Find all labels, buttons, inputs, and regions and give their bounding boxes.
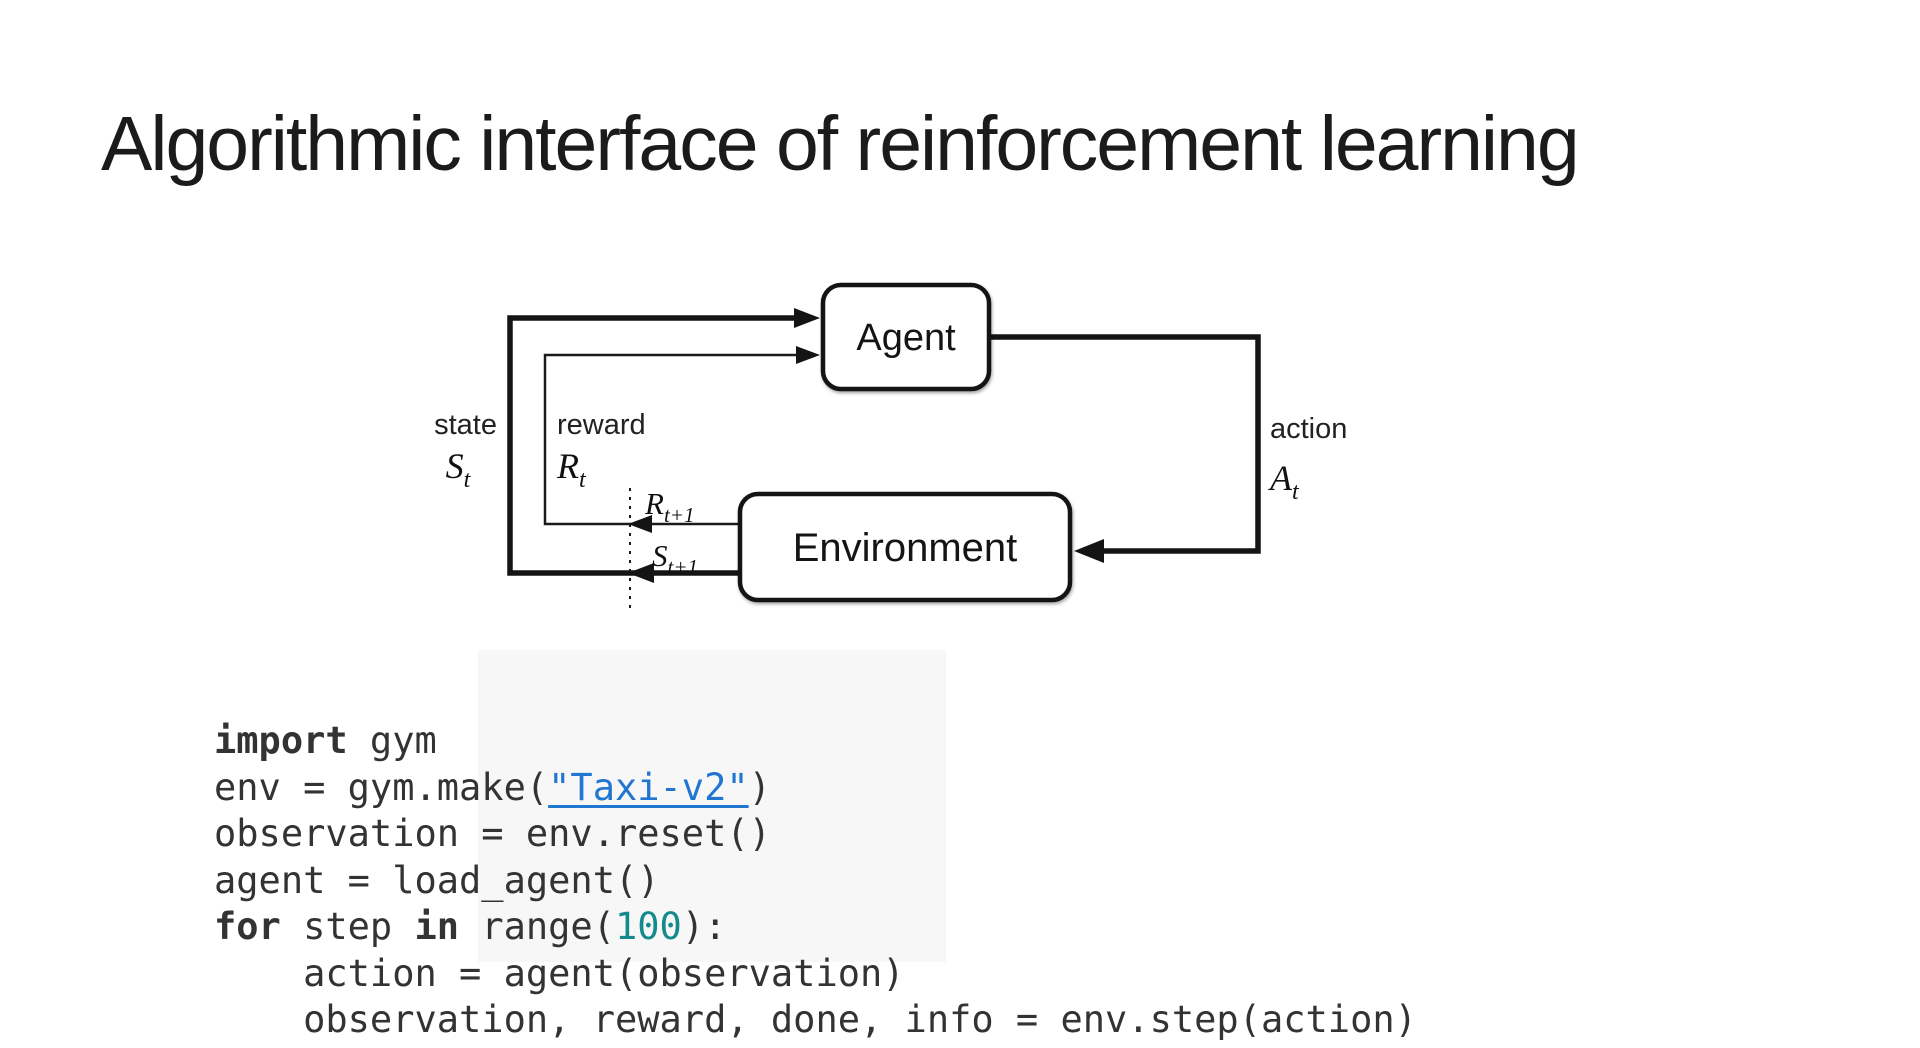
environment-box-label: Environment — [793, 526, 1018, 570]
action-label: action — [1270, 413, 1347, 445]
code-line: observation, reward, done, info = env.st… — [214, 997, 1417, 1044]
code-line: action = agent(observation) — [214, 951, 1417, 998]
code-line: agent = load_agent() — [214, 858, 1417, 905]
next-reward-arrowhead — [628, 515, 652, 533]
taxi-v2-link[interactable]: "Taxi-v2" — [548, 765, 749, 809]
code-line: env = gym.make("Taxi-v2") — [214, 765, 1417, 812]
code-token: step — [280, 905, 415, 948]
code-token: import — [214, 719, 348, 762]
code-token: action = agent(observation) — [214, 951, 905, 995]
code-token: agent = load_agent() — [214, 858, 660, 902]
code-token: gym — [347, 719, 437, 762]
code-line: observation = env.reset() — [214, 811, 1417, 858]
code-token: in — [414, 905, 460, 948]
code-token: env = gym.make( — [214, 765, 549, 809]
state-line — [507, 315, 796, 576]
code-token: observation, reward, done, info = env.st… — [214, 998, 1417, 1041]
code-token: for — [214, 905, 281, 948]
code-token: range( — [459, 905, 615, 948]
code-line: for step in range(100): — [214, 904, 1417, 951]
action-into-environment-arrowhead — [1074, 539, 1104, 563]
reward-label: reward — [557, 409, 646, 441]
state-into-agent-arrowhead — [794, 308, 820, 328]
reward-into-agent-arrowhead — [796, 346, 820, 364]
code-backdrop — [478, 650, 946, 962]
state-label: state — [434, 409, 497, 441]
agent-box-label: Agent — [856, 317, 956, 359]
code-token: 100 — [614, 905, 682, 948]
code-token: ) — [748, 765, 771, 809]
next-state-var-label: St+1 — [652, 538, 698, 579]
next-state-arrowhead — [628, 563, 654, 583]
code-token: observation = env.reset() — [214, 812, 771, 855]
reward-var-label: Rt — [556, 446, 587, 493]
action-line — [989, 334, 1261, 554]
agent-box — [820, 282, 992, 392]
environment-box — [737, 491, 1073, 603]
code-line: import gym — [214, 718, 1417, 765]
state-var-label: St — [446, 446, 472, 493]
next-reward-var-label: Rt+1 — [644, 486, 694, 527]
page-title: Algorithmic interface of reinforcement l… — [101, 100, 1580, 187]
code-token: ): — [681, 905, 727, 948]
action-var-label: At — [1268, 458, 1300, 505]
